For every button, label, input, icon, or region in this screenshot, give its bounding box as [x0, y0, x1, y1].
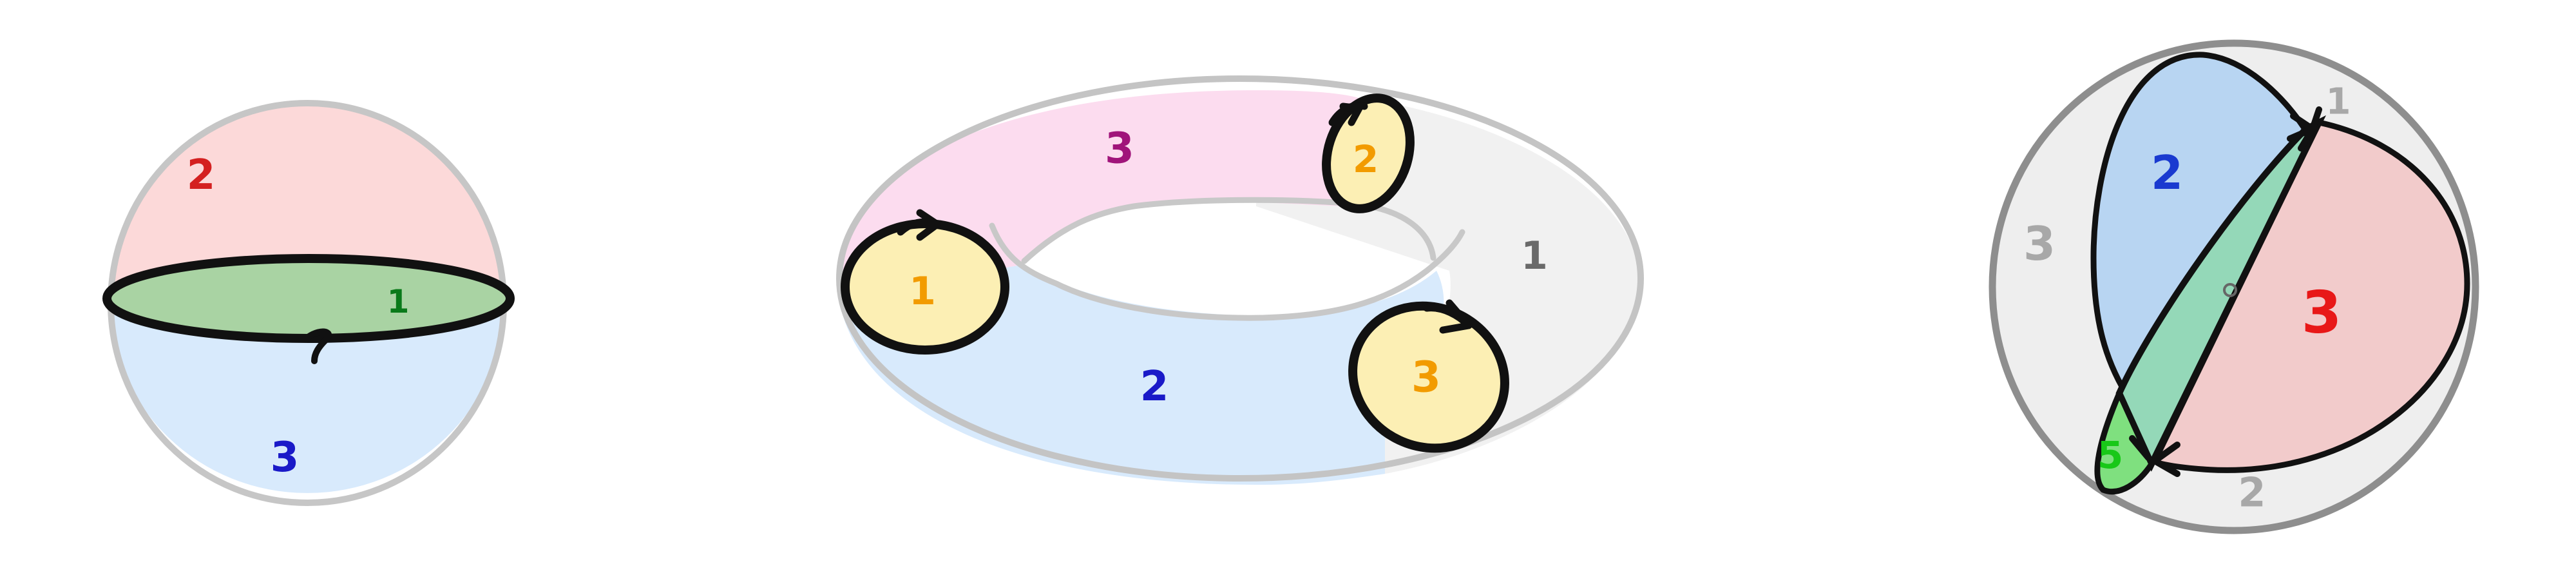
torus-label-pink: 3	[1105, 124, 1134, 173]
torus-hole-back-edge	[1021, 197, 1436, 264]
ball-label-blue: 2	[2151, 146, 2183, 200]
sphere-figure: 2 1 3	[102, 100, 515, 506]
ball-label-lime: 5	[2097, 433, 2123, 477]
sphere-label-disk: 1	[387, 283, 410, 320]
ball-region-pink	[2151, 119, 2470, 473]
ball-label-top: 1	[2326, 81, 2351, 123]
torus-outer-outline	[836, 75, 1644, 482]
ball-region-green	[2115, 115, 2327, 472]
torus-label-disk-bottom: 3	[1411, 353, 1441, 402]
torus-arrow-top-icon	[1328, 102, 1368, 126]
torus-label-disk-left: 1	[909, 269, 936, 314]
ball-arrow-bottom-icon	[2129, 435, 2180, 477]
sphere-upper-hemisphere	[111, 100, 504, 303]
ball-center-point	[2223, 283, 2237, 297]
torus-label-blue: 2	[1140, 363, 1169, 411]
ball-label-outer-left: 3	[2023, 217, 2056, 271]
ball-arrow-top-icon	[2287, 106, 2322, 151]
ball-figure: 1 2 3 3 2 5	[1989, 39, 2479, 534]
torus-arrow-bottom-icon	[1423, 299, 1473, 334]
ball-region-lime	[2094, 385, 2155, 495]
ball-region-blue	[2090, 52, 2309, 399]
ball-label-pink: 3	[2302, 279, 2342, 347]
sphere-equator-disk	[102, 254, 515, 343]
torus-figure: 3 2 1 1 2 3	[836, 75, 1644, 485]
sphere-label-upper: 2	[187, 151, 216, 199]
torus-label-disk-top: 2	[1353, 137, 1379, 181]
torus-disk-top	[1322, 93, 1415, 213]
sphere-arrow-icon	[305, 328, 332, 364]
torus-arrow-left-icon	[897, 209, 941, 241]
torus-label-gray: 1	[1521, 233, 1548, 278]
ball-label-bottom: 2	[2238, 469, 2266, 516]
sphere-lower-hemisphere	[111, 303, 504, 493]
torus-hole-front-edge	[989, 222, 1465, 321]
sphere-label-lower: 3	[271, 434, 300, 482]
